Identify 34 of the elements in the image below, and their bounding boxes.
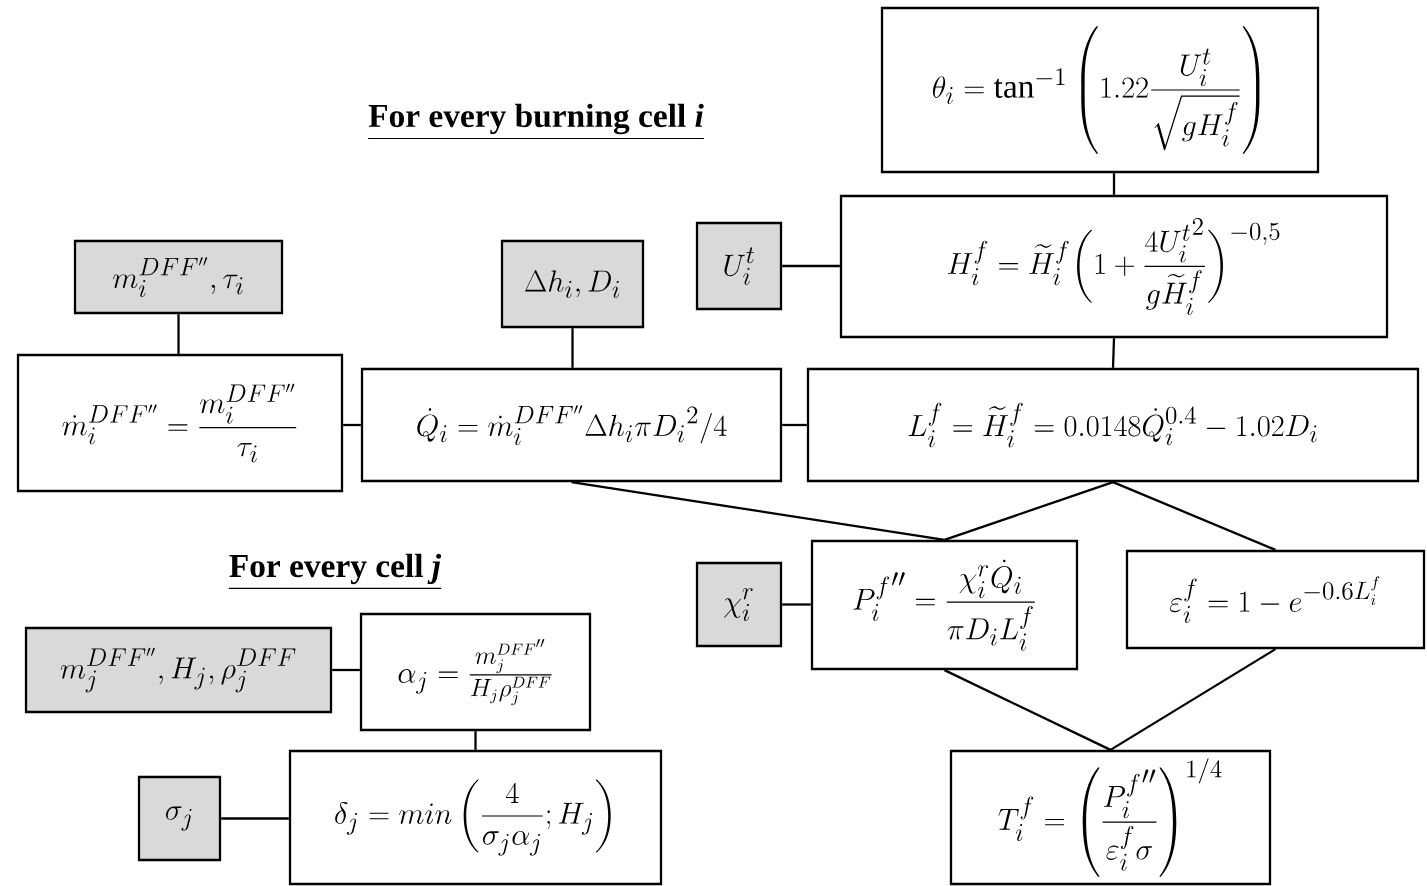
connector-line [944, 481, 1114, 541]
connector-line [571, 328, 574, 368]
formula-box: ${P_i^f}'' = \frac{\chi_i^r\dot{Q}_i}{\pi D_i L_i^f}$ [810, 539, 1079, 671]
formula-box: $\theta_i = \tan^{-1}\left(1.22\frac{U_i^t}{\sqrt{gH_i^f}}\right)$ [880, 6, 1320, 174]
connector-line [343, 423, 361, 427]
connector-line [177, 314, 180, 354]
connector-line [221, 817, 289, 820]
input-box: $\sigma_j$ [137, 775, 222, 862]
formula-box: $\alpha_j = \frac{m_j^{DFF''}}{H_j\rho_j^{DFF}}$ [359, 612, 592, 732]
connector-line [1112, 481, 1276, 551]
section-heading: For every burning cell i [367, 103, 705, 140]
input-box: $m_i^{DFF''},\tau_i$ [73, 239, 284, 315]
connector-line [944, 669, 1111, 751]
connector-line [782, 603, 811, 606]
connector-line [1112, 173, 1116, 195]
formula-box: $\varepsilon_i^f = 1 - e^{-0.6L_i^f}$ [1125, 549, 1426, 650]
connector-line [474, 731, 477, 750]
connector-line [1111, 338, 1116, 368]
input-box: $m_j^{DFF''},H_j,\rho_j^{DFF}$ [24, 626, 333, 714]
connector-line [332, 668, 360, 672]
section-heading: For every cellj [228, 553, 442, 589]
formula-box: $H_i^f = \widetilde{H}_i^f\biggl(1+\frac{4{U_i^t}^2}{g\widetilde{H}_i^f}\biggr)^{-0,5}$ [839, 194, 1389, 339]
connector-line [782, 264, 840, 268]
formula-box: $\dot{m}_i^{DFF''} = \frac{m_i^{DFF''}}{\tau_i}$ [16, 353, 344, 493]
formula-box: $L_i^f = \widetilde{H}_i^f = 0.0148{\dot{Q}_i}^{0.4} - 1.02D_i$ [806, 367, 1420, 483]
formula-box: $T_i^f = \left(\frac{{P_i^f}''}{\varepsilon_i^f\sigma}\right)^{1/4}$ [949, 749, 1272, 886]
connector-line [571, 481, 945, 541]
formula-box: $\delta_j = min\left(\frac{4}{\sigma_j\alpha_j};H_j\right)$ [288, 749, 663, 886]
formula-box: $\dot{Q}_i = \dot{m}_i^{DFF''}\Delta h_i\pi {D_i}^2/4$ [360, 367, 783, 483]
input-box: $\Delta h_i,D_i$ [500, 239, 645, 329]
input-box: $\chi_i^r$ [695, 561, 783, 648]
connector-line [782, 423, 807, 427]
input-box: $U_i^t$ [695, 221, 783, 311]
connector-line [1109, 648, 1277, 751]
